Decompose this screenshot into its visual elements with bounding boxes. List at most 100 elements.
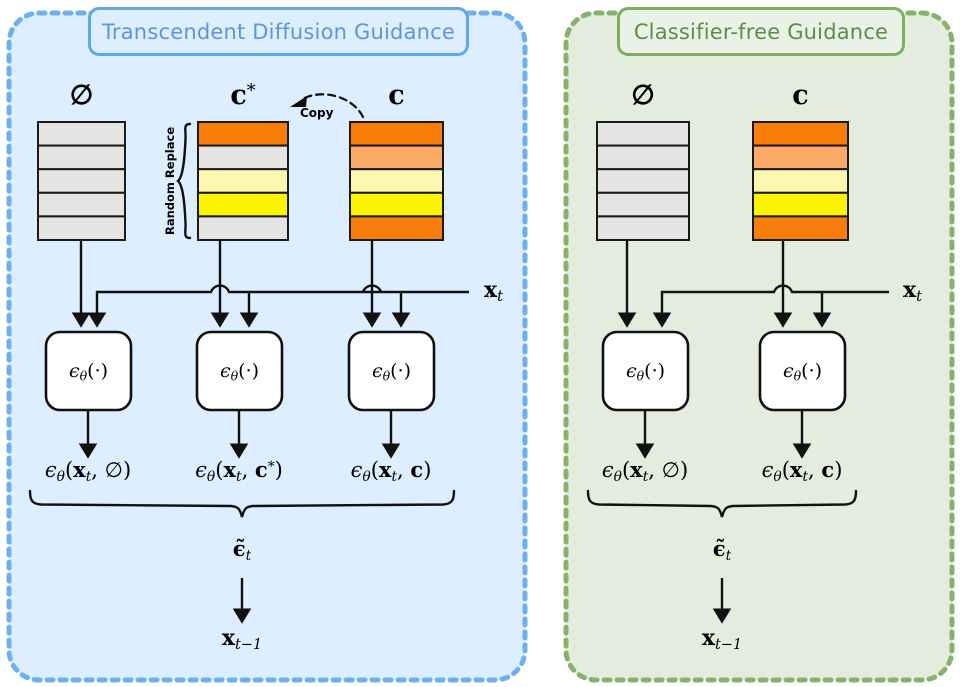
xt-bus-right — [652, 284, 889, 328]
stack-header-c-left-symbol: c — [388, 80, 405, 111]
aggregate-brace-left — [28, 489, 456, 518]
output-3-close: ) — [423, 458, 432, 482]
output-2-cond-sup: * — [267, 459, 275, 476]
output-3-theta: θ — [362, 468, 371, 485]
aggregate-brace-right — [586, 489, 858, 518]
copy-arrow — [301, 93, 365, 119]
output-2-right-xsub: t — [802, 468, 809, 485]
epsilon-tilde-label-right: ϵ̃t — [672, 536, 772, 564]
stack-header-c-star-left-symbol: c — [230, 80, 247, 111]
stack-header-c-star-left-superscript: * — [246, 80, 256, 102]
model-box-1-theta: θ — [79, 368, 88, 384]
output-1-fn: ϵ — [44, 458, 57, 482]
output-2-fn: ϵ — [195, 458, 207, 482]
model-box-2-right-label: ϵθ(·) — [760, 360, 845, 384]
model-box-1-right-arg: (·) — [644, 360, 666, 382]
stack-null-right — [596, 121, 690, 241]
output-1-sep: , — [91, 458, 105, 482]
panel-title-classifier-free: Classifier-free Guidance — [617, 7, 905, 56]
output-1-theta: θ — [56, 468, 65, 485]
panel-title-transcendent: Transcendent Diffusion Guidance — [88, 7, 469, 56]
output-2-close: ) — [274, 458, 283, 482]
model-box-3-arg: (·) — [390, 360, 412, 382]
output-1-xsub: t — [85, 468, 92, 485]
copy-label: Copy — [300, 106, 333, 120]
output-1-right-xsub: t — [642, 468, 649, 485]
model-box-1-label: ϵθ(·) — [46, 360, 131, 384]
output-2-x: x — [223, 457, 236, 482]
output-3-open: ( — [370, 458, 379, 482]
stack-header-c-right-symbol: c — [792, 80, 809, 111]
epsilon-tilde-right-base: ϵ̃ — [712, 536, 726, 561]
copy-arrow-head — [290, 96, 307, 107]
output-1-right-x: x — [630, 457, 643, 482]
final-output-left-sub: t−1 — [234, 637, 263, 654]
output-2-right-close: ) — [834, 458, 843, 482]
model-box-1-right-eps: ϵ — [625, 360, 637, 382]
model-box-1-eps: ϵ — [68, 360, 80, 382]
xt-label-right-sub: t — [916, 289, 922, 306]
copy-label-text: Copy — [300, 106, 334, 120]
random-replace-label: Random Replace — [163, 127, 177, 235]
output-3-xsub: t — [391, 468, 398, 485]
output-2-cond: c — [254, 457, 268, 482]
output-2-right-x: x — [789, 457, 803, 482]
model-box-2-arg: (·) — [238, 360, 260, 382]
output-1-right-sep: , — [648, 458, 662, 482]
output-2-theta: θ — [206, 468, 216, 485]
model-box-2-eps: ϵ — [219, 360, 231, 382]
output-2-right-cond: c — [821, 457, 835, 482]
final-output-right-sub: t−1 — [714, 637, 743, 654]
stack-c-right — [752, 121, 849, 241]
random-replace-label-text: Random Replace — [163, 126, 177, 235]
model-box-2-theta: θ — [230, 368, 239, 384]
stack-header-null-left-symbol: ∅ — [69, 80, 94, 111]
xt-label-right: xt — [903, 277, 922, 305]
output-2-right-fn: ϵ — [761, 458, 774, 482]
model-box-1-right-theta: θ — [636, 368, 645, 384]
output-1-right-open: ( — [621, 458, 631, 482]
model-box-2-right-arg: (·) — [801, 360, 823, 382]
panel-title-classifier-free-text: Classifier-free Guidance — [633, 19, 889, 44]
stack-header-c-star-left: c* — [198, 80, 288, 111]
final-output-left-base: x — [221, 625, 235, 651]
model-box-3-eps: ϵ — [371, 360, 383, 382]
output-1-x: x — [73, 457, 86, 482]
output-label-c-right: ϵθ(xt, c) — [736, 457, 868, 485]
epsilon-tilde-label-left: ϵ̃t — [192, 536, 292, 564]
stack-c-left — [349, 121, 444, 241]
epsilon-tilde-right-sub: t — [725, 547, 732, 564]
output-1-right-theta: θ — [613, 468, 622, 485]
random-replace-brace — [176, 122, 192, 240]
model-box-3-theta: θ — [382, 368, 391, 384]
output-1-right-close: ) — [679, 458, 689, 482]
output-label-null-left: ϵθ(xt, ∅) — [14, 457, 162, 485]
final-output-right-base: x — [701, 625, 715, 651]
model-box-1-arg: (·) — [87, 360, 109, 382]
model-box-2-right-theta: θ — [793, 368, 802, 384]
model-box-3-label: ϵθ(·) — [349, 360, 434, 384]
output-2-right-sep: , — [808, 458, 822, 482]
output-1-right-fn: ϵ — [601, 458, 614, 482]
stack-header-c-left: c — [350, 80, 443, 111]
output-2-open: ( — [215, 458, 224, 482]
epsilon-tilde-left-sub: t — [245, 547, 252, 564]
model-box-2-right-eps: ϵ — [782, 360, 794, 382]
output-3-fn: ϵ — [350, 458, 363, 482]
stack-null-left — [37, 121, 126, 241]
final-output-label-right: xt−1 — [662, 625, 782, 653]
output-1-right-cond: ∅ — [661, 458, 680, 482]
output-2-xsub: t — [235, 468, 242, 485]
output-label-null-right: ϵθ(xt, ∅) — [571, 457, 719, 485]
model-box-2-label: ϵθ(·) — [197, 360, 282, 384]
stack-header-null-right-symbol: ∅ — [631, 80, 655, 111]
xt-bus-left — [87, 284, 469, 328]
final-output-label-left: xt−1 — [182, 625, 302, 653]
output-3-sep: , — [397, 458, 411, 482]
stack-c-star-left — [197, 121, 289, 241]
xt-label-right-base: x — [903, 277, 917, 303]
xt-label-left-sub: t — [497, 289, 503, 306]
output-2-right-theta: θ — [773, 468, 782, 485]
stack-header-null-left: ∅ — [38, 80, 125, 111]
